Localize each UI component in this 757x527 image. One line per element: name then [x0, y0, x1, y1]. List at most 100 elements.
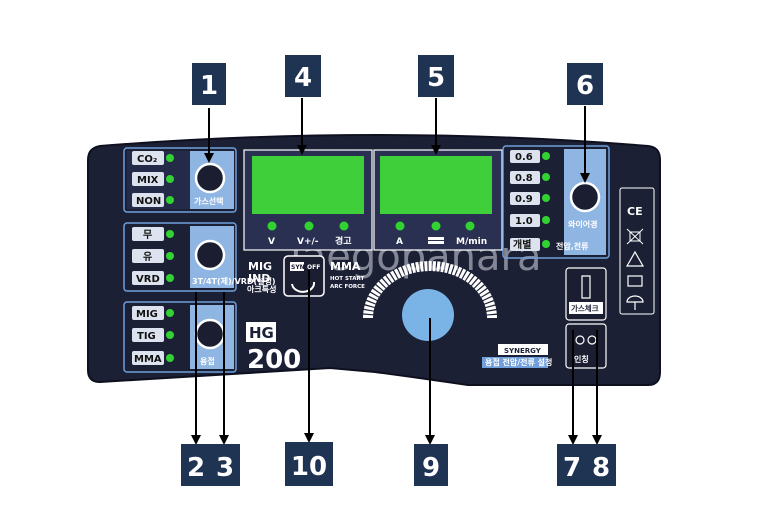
- wire-item-individual: 개별: [513, 238, 531, 251]
- gas-item-co2-tag: [132, 151, 164, 165]
- arc-character-block: MIG IND 아크특성 SYN OFF MMA HOT START ARC F…: [247, 255, 365, 297]
- vrd-none-led: [166, 230, 174, 238]
- gas-select-group: CO₂ MIX NON 가스선택: [123, 147, 237, 213]
- callout-8: 8: [592, 453, 610, 483]
- warning-led: [339, 221, 349, 231]
- gas-item-non-tag: [132, 193, 164, 207]
- gas-bottle-icon: [581, 275, 591, 299]
- vrd-item-yes-tag: [132, 249, 164, 263]
- process-select-button[interactable]: [194, 318, 226, 350]
- callout-2: 2: [187, 453, 205, 483]
- wire-speed-led: [465, 221, 475, 231]
- wire-reel-icon: [575, 335, 585, 345]
- callout-3: 3: [216, 453, 234, 483]
- wire-speed-label: M/min: [456, 237, 487, 247]
- voltage-offset-led: [304, 221, 314, 231]
- thickness-led: [431, 221, 441, 231]
- gas-item-mix-tag: [132, 172, 164, 186]
- callout-labels: 1 2 3 4 5 6 7 8 9 10: [181, 55, 616, 486]
- vrd-yes-led: [166, 252, 174, 260]
- warning-label: 경고: [335, 235, 352, 247]
- gas-select-button[interactable]: [194, 162, 226, 194]
- gas-non-led: [166, 196, 174, 204]
- vrd-select-group: 무 유 VRD 3T/4T(제)/VRD(설정): [123, 222, 276, 292]
- vrd-item-vrd: VRD: [136, 274, 160, 285]
- manual-icon: [627, 275, 643, 287]
- plate-thickness-icon: [428, 237, 444, 244]
- gas-select-label: 가스선택: [194, 196, 223, 206]
- synergy-title: SYNERGY: [504, 347, 542, 355]
- mma-title: MMA: [330, 260, 361, 273]
- certification-strip: CE: [619, 187, 655, 315]
- callout-4: 4: [294, 63, 312, 93]
- gas-check-label: 가스체크: [571, 303, 599, 313]
- wire-10-led: [542, 216, 550, 224]
- wire-select-label: 와이어경: [568, 219, 597, 229]
- wire-individual-led: [542, 240, 550, 248]
- mma-hot-start: HOT START: [330, 276, 364, 282]
- main-adjust-knob[interactable]: [402, 289, 454, 341]
- voltage-current-label: 전압,전류: [556, 241, 589, 251]
- wire-item-10: 1.0: [515, 216, 533, 227]
- wire-item-08-tag: [510, 171, 540, 184]
- mode-item-mma: MMA: [134, 354, 162, 365]
- inching-label: 인칭: [574, 354, 589, 364]
- mode-mig-led: [166, 309, 174, 317]
- callout-7: 7: [563, 453, 581, 483]
- off-label: OFF: [307, 264, 320, 271]
- voltage-offset-label: V+/-: [297, 237, 319, 247]
- umbrella-icon: [626, 295, 644, 310]
- synergy-label-group: SYNERGY 용접 전압/전류 설정: [482, 344, 552, 368]
- current-label: A: [396, 237, 403, 247]
- wire-select-button[interactable]: [569, 181, 601, 213]
- mig-ind-line2: IND: [248, 272, 270, 285]
- synergy-sub: 용접 전압/전류 설정: [485, 357, 552, 367]
- wire-06-led: [542, 152, 550, 160]
- vrd-item-none-tag: [132, 227, 164, 241]
- voltage-label: V: [268, 237, 275, 247]
- mode-item-tig-tag: [132, 328, 164, 342]
- mode-item-mig: MIG: [136, 309, 158, 320]
- mode-item-tig: TIG: [137, 331, 156, 342]
- callout-arrows: [191, 98, 602, 445]
- mig-ind-line1: MIG: [248, 260, 272, 273]
- wire-08-led: [542, 173, 550, 181]
- process-select-group: MIG TIG MMA 용접: [123, 301, 237, 373]
- vrd-item-yes: 유: [143, 251, 152, 263]
- wire-item-06-tag: [510, 150, 540, 163]
- main-knob-group: [363, 261, 497, 341]
- mode-item-mig-tag: [132, 306, 164, 320]
- current-led: [395, 221, 405, 231]
- voltage-lcd: [252, 156, 364, 214]
- callout-10: 10: [291, 452, 327, 482]
- warning-icon: [625, 250, 645, 267]
- wire-09-led: [542, 194, 550, 202]
- vrd-item-none: 무: [143, 229, 152, 241]
- process-select-label: 용접: [200, 356, 215, 366]
- callout-9: 9: [422, 453, 440, 483]
- mode-mma-led: [166, 354, 174, 362]
- gas-item-co2: CO₂: [137, 154, 157, 165]
- gas-co2-led: [166, 154, 174, 162]
- syn-label: SYN: [291, 264, 305, 271]
- wire-item-individual-tag: [510, 238, 540, 251]
- gas-item-non: NON: [136, 196, 161, 207]
- wire-item-09-tag: [510, 192, 540, 205]
- wire-item-09: 0.9: [515, 194, 533, 205]
- vrd-item-vrd-tag: [132, 271, 164, 285]
- vrd-select-button[interactable]: [194, 239, 226, 271]
- callout-6: 6: [576, 71, 594, 101]
- gas-check-group: 가스체크: [565, 267, 607, 321]
- vrd-vrd-led: [166, 274, 174, 282]
- mode-item-mma-tag: [132, 351, 164, 365]
- wire-item-06: 0.6: [515, 152, 533, 163]
- wire-item-08: 0.8: [515, 173, 533, 184]
- voltage-led: [267, 221, 277, 231]
- mma-arc-force: ARC FORCE: [330, 284, 365, 290]
- model-prefix: HG: [249, 324, 274, 342]
- callout-5: 5: [427, 63, 445, 93]
- gas-item-mix: MIX: [137, 175, 159, 186]
- mode-tig-led: [166, 331, 174, 339]
- mig-ind-sub: 아크특성: [247, 284, 276, 294]
